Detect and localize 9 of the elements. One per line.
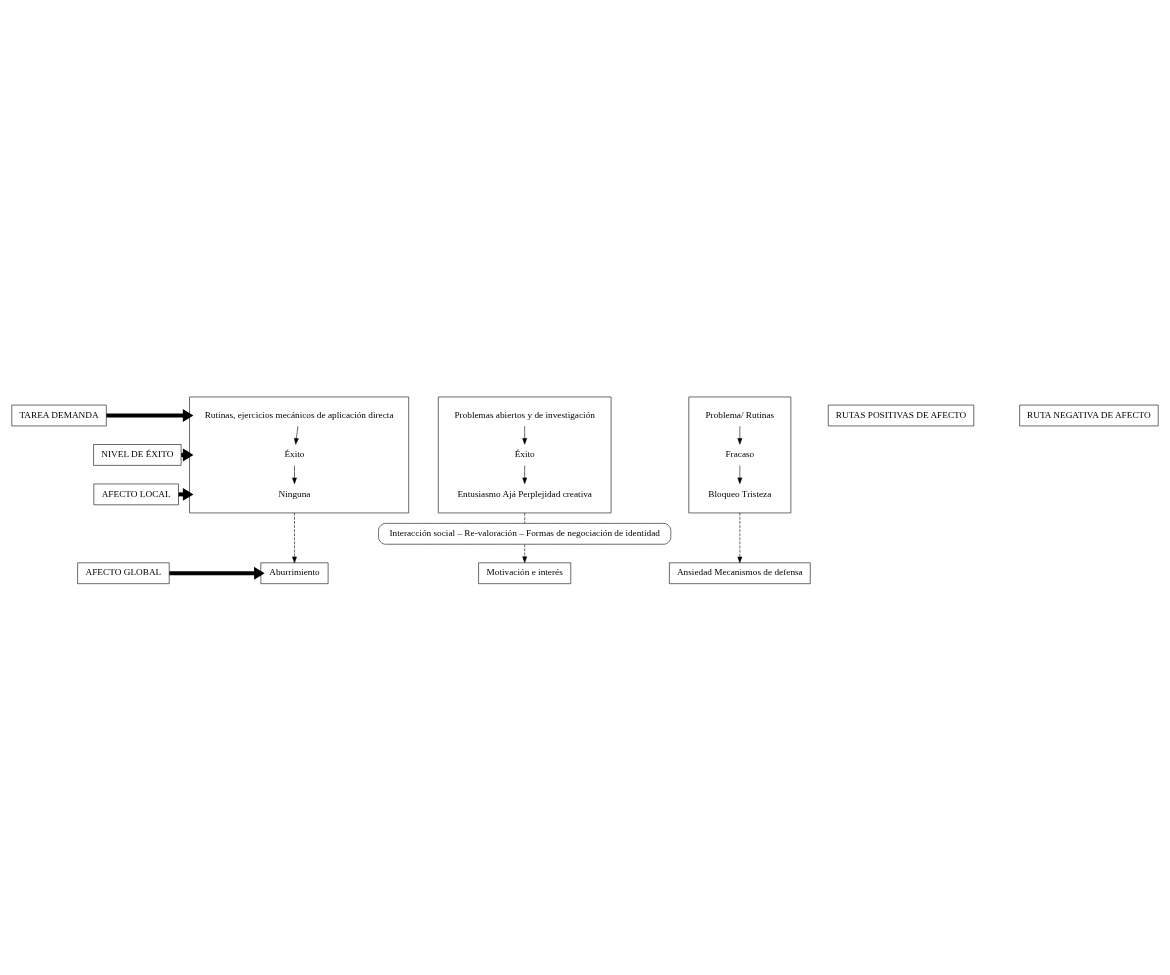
node-text: Entusiasmo Ajá Perplejidad creativa xyxy=(457,488,592,499)
node-text: Ninguna xyxy=(278,488,311,499)
node-text: Éxito xyxy=(514,448,535,459)
node-text: Éxito xyxy=(284,448,305,459)
node-text: Problema/ Rutinas xyxy=(705,409,775,420)
node-text: Fracaso xyxy=(725,448,755,459)
node-text: Bloqueo Tristeza xyxy=(708,488,772,499)
node-text: Problemas abiertos y de investigación xyxy=(454,409,595,420)
node-text: Rutinas, ejercicios mecánicos de aplicación directa xyxy=(204,409,394,420)
